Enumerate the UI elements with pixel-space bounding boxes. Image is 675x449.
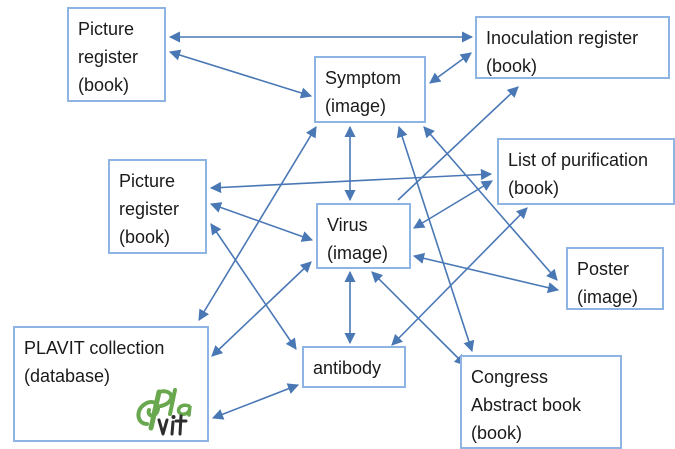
node-label-line: (image) (325, 96, 387, 116)
node-label-line: Poster (577, 259, 630, 279)
node-congress-abstract-book: Congress Abstract book (book) (460, 355, 622, 449)
edge-picture-register-2-virus (209, 202, 314, 242)
node-label-line: Picture (119, 171, 176, 191)
edge-plavit-antibody (211, 383, 300, 420)
node-label-line: Abstract book (471, 395, 582, 415)
node-label-line: (book) (471, 423, 523, 443)
node-label-line: (image) (577, 287, 639, 307)
node-label-line: (database) (24, 366, 111, 386)
node-label-line: List of purification (508, 150, 649, 170)
node-label-line: Virus (327, 215, 368, 235)
edge-virus-list-purification (413, 180, 493, 229)
edge-picture-register-1-symptom (168, 49, 313, 99)
node-symptom: Symptom (image) (314, 56, 426, 123)
node-label-line: Congress (471, 367, 549, 387)
edge-picture-register-2-antibody (210, 223, 297, 350)
node-picture-register-middle: Picture register (book) (108, 159, 207, 254)
node-virus: Virus (image) (316, 203, 411, 269)
edge-inoculation-register-symptom (429, 52, 472, 84)
node-inoculation-register: Inoculation register (book) (475, 16, 670, 79)
node-label-line: (image) (327, 243, 389, 263)
node-antibody: antibody (302, 346, 406, 388)
node-label-line: (book) (486, 56, 538, 76)
edge-virus-poster (412, 252, 560, 294)
node-label-line: antibody (313, 358, 382, 378)
node-label-line: Inoculation register (486, 28, 639, 48)
node-label-line: PLAVIT collection (24, 338, 165, 358)
plavit-logo-icon (136, 388, 192, 436)
node-label-line: (book) (508, 178, 560, 198)
node-label-line: Symptom (325, 68, 402, 88)
node-picture-register-top: Picture register (book) (67, 7, 166, 102)
edge-plavit-virus (211, 261, 312, 357)
node-poster: Poster (image) (566, 247, 664, 310)
node-label-line: register (119, 199, 180, 219)
edge-list-purification-antibody (391, 207, 528, 346)
node-label-line: (book) (78, 75, 130, 95)
node-label-line: register (78, 47, 139, 67)
node-label-line: (book) (119, 227, 171, 247)
node-plavit-collection: PLAVIT collection (database) (13, 326, 209, 442)
node-label-line: Picture (78, 19, 135, 39)
edge-picture-register-2-list-purification (209, 168, 493, 194)
node-list-of-purification: List of purification (book) (497, 138, 675, 205)
